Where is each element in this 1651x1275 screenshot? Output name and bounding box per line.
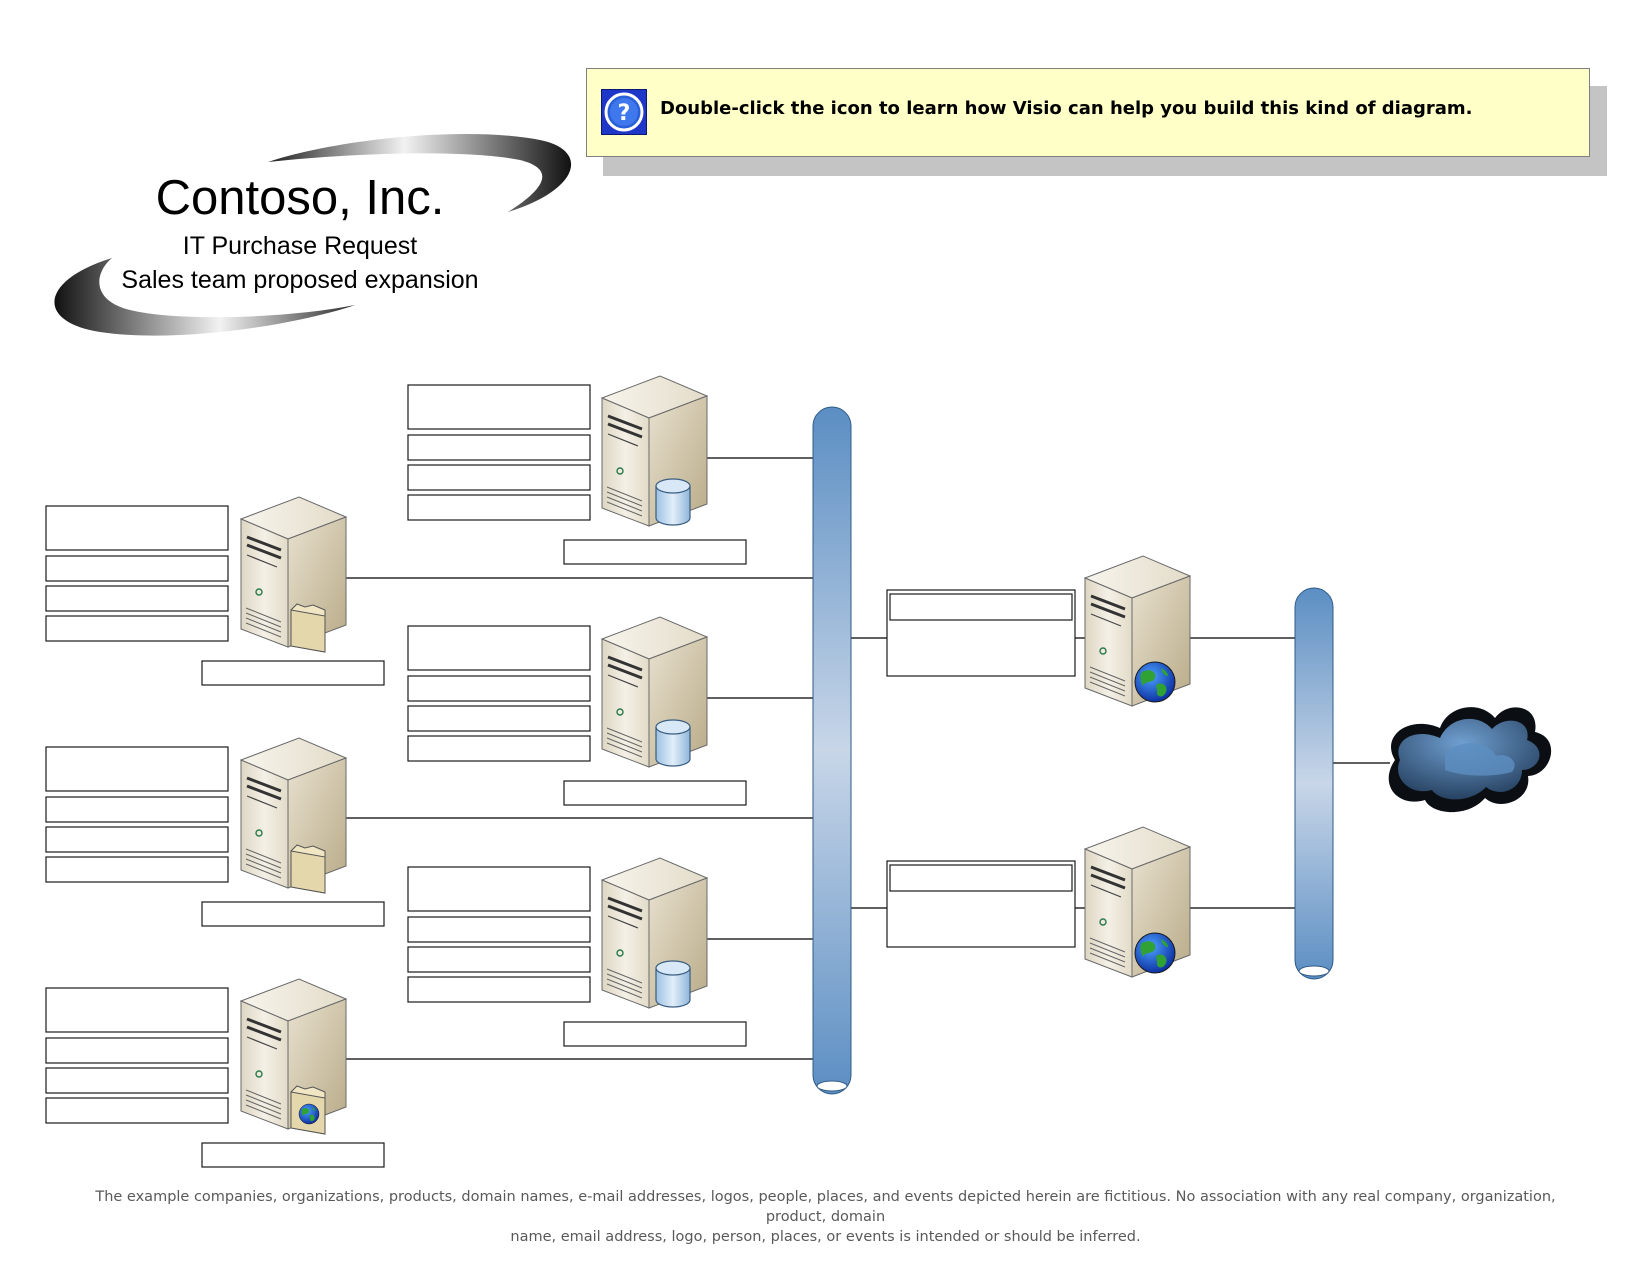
left-server-3-field-2[interactable] bbox=[45, 1037, 229, 1064]
left-server-1-field-4[interactable] bbox=[45, 615, 229, 642]
internet-cloud-icon[interactable] bbox=[1388, 707, 1552, 813]
middle-server-3-caption-field[interactable] bbox=[563, 1021, 747, 1047]
help-banner: ? Double-click the icon to learn how Vis… bbox=[586, 68, 1590, 157]
web-server-2[interactable] bbox=[1083, 825, 1192, 979]
middle-server-1-field-2[interactable] bbox=[407, 434, 591, 461]
ethernet-bus-right[interactable] bbox=[1294, 587, 1334, 980]
disclaimer-footer: The example companies, organizations, pr… bbox=[85, 1187, 1566, 1247]
left-server-3-field-4[interactable] bbox=[45, 1097, 229, 1124]
left-server-1-field-3[interactable] bbox=[45, 585, 229, 612]
middle-server-1-field-3[interactable] bbox=[407, 464, 591, 491]
left-server-1-field-2[interactable] bbox=[45, 555, 229, 582]
left-server-1-caption-field[interactable] bbox=[201, 660, 385, 686]
database-server-1[interactable] bbox=[600, 374, 709, 528]
middle-server-2-field-2[interactable] bbox=[407, 675, 591, 702]
web-file-server[interactable] bbox=[239, 977, 348, 1135]
middle-server-1-caption-field[interactable] bbox=[563, 539, 747, 565]
database-server-3[interactable] bbox=[600, 856, 709, 1010]
middle-server-3-field-3[interactable] bbox=[407, 946, 591, 973]
middle-server-1-field-1[interactable] bbox=[407, 384, 591, 430]
left-server-3-caption-field[interactable] bbox=[201, 1142, 385, 1168]
middle-server-1-field-4[interactable] bbox=[407, 494, 591, 521]
question-help-icon[interactable]: ? bbox=[601, 89, 647, 135]
title-swoosh-bottom bbox=[54, 258, 355, 336]
database-server-2[interactable] bbox=[600, 615, 709, 769]
file-server-2[interactable] bbox=[239, 736, 348, 894]
left-server-2-caption-field[interactable] bbox=[201, 901, 385, 927]
web-server-1-name-field[interactable] bbox=[889, 593, 1073, 621]
file-server-1[interactable] bbox=[239, 495, 348, 653]
help-text: Double-click the icon to learn how Visio… bbox=[660, 98, 1473, 119]
ethernet-bus-left[interactable] bbox=[812, 406, 852, 1095]
middle-server-2-caption-field[interactable] bbox=[563, 780, 747, 806]
middle-server-2-field-1[interactable] bbox=[407, 625, 591, 671]
web-server-1[interactable] bbox=[1083, 554, 1192, 708]
disclaimer-line-2: name, email address, logo, person, place… bbox=[510, 1229, 1141, 1245]
middle-server-2-field-4[interactable] bbox=[407, 735, 591, 762]
left-server-2-field-2[interactable] bbox=[45, 796, 229, 823]
label-fields bbox=[45, 384, 1076, 1168]
middle-server-3-field-4[interactable] bbox=[407, 976, 591, 1003]
request-subtitle: IT Purchase Request bbox=[182, 232, 418, 260]
left-server-2-field-3[interactable] bbox=[45, 826, 229, 853]
left-server-3-field-3[interactable] bbox=[45, 1067, 229, 1094]
left-server-3-field-1[interactable] bbox=[45, 987, 229, 1033]
company-title: Contoso, Inc. bbox=[155, 171, 445, 225]
left-server-2-field-4[interactable] bbox=[45, 856, 229, 883]
middle-server-2-field-3[interactable] bbox=[407, 705, 591, 732]
web-server-2-name-field[interactable] bbox=[889, 864, 1073, 892]
request-description: Sales team proposed expansion bbox=[121, 266, 479, 294]
middle-server-3-field-2[interactable] bbox=[407, 916, 591, 943]
disclaimer-line-1: The example companies, organizations, pr… bbox=[95, 1189, 1556, 1225]
left-server-1-field-1[interactable] bbox=[45, 505, 229, 551]
left-server-2-field-1[interactable] bbox=[45, 746, 229, 792]
middle-server-3-field-1[interactable] bbox=[407, 866, 591, 912]
svg-text:?: ? bbox=[618, 101, 631, 126]
title-swoosh-top bbox=[268, 134, 572, 212]
